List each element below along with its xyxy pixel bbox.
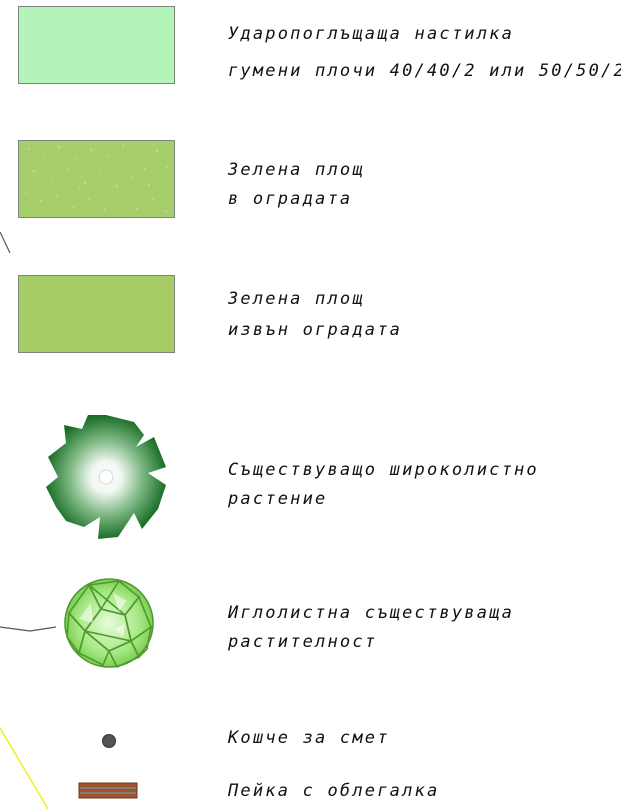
green-area-outside-label-line2: извън оградата [228, 322, 402, 339]
coniferous-plant-label-line2: растителност [228, 634, 377, 651]
deciduous-plant-label-line1: Съществуващо широколистно [228, 462, 539, 479]
bench-label: Пейка с облегалка [228, 783, 439, 800]
green-area-outside-label-line1: Зелена площ [228, 291, 365, 308]
rubber-tiles-label-line2: гумени плочи 40/40/2 или 50/50/2 [228, 63, 621, 80]
green-area-outside-swatch [18, 275, 175, 353]
deciduous-plant-label-line2: растение [228, 491, 327, 508]
coniferous-plant-label-line1: Иглолистна съществуваща [228, 605, 514, 622]
green-area-inside-label-line2: в оградата [228, 191, 352, 208]
rubber-tiles-label-line1: Ударопоглъщаща настилка [228, 26, 514, 43]
coniferous-tree-icon [61, 575, 157, 671]
trash-bin-icon [100, 732, 118, 750]
deciduous-tree-icon [41, 412, 171, 542]
rubber-tiles-swatch [18, 6, 175, 84]
bench-icon [78, 782, 138, 800]
green-area-inside-label-line1: Зелена площ [228, 162, 365, 179]
trash-bin-label: Кошче за смет [228, 730, 390, 747]
green-area-inside-swatch [18, 140, 175, 218]
